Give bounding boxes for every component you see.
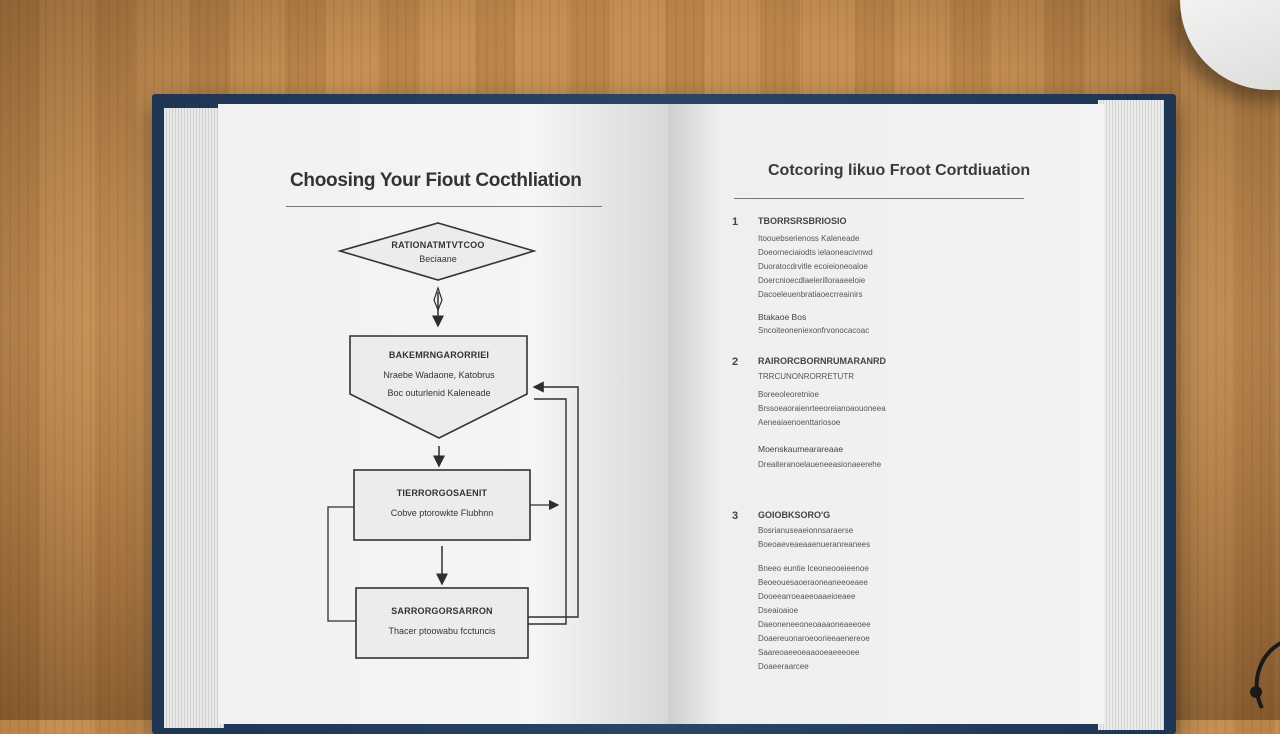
section-heading: TBORRSRSBRIOSIO: [758, 216, 847, 226]
list-item: Dooeearroeaeeoaaeioeaee: [758, 592, 856, 601]
sub-heading: Moenskaumearareaae: [758, 444, 844, 454]
right-page: Cotcoring likuo Froot Cortdiuation 1 TBO…: [668, 104, 1104, 724]
section-number: 2: [732, 356, 739, 368]
list-item: Bosrianuseaeionnsaraerse: [758, 526, 854, 535]
list-item: Sncoiteoneniexonfrvonocacoac: [758, 326, 870, 335]
section-number: 1: [732, 216, 739, 228]
list-item: Doercnioecdlaelerilloraaeeloie: [758, 276, 866, 285]
list-item: Doaereuonaroeoorieeaenereoe: [758, 634, 870, 643]
process-pentagon: [349, 335, 528, 439]
left-page: Choosing Your Fiout Cocthliation RATIONA…: [218, 104, 670, 724]
eyeglasses: [1250, 641, 1280, 709]
list-item: Dacoeleuenbratiaoecrreainirs: [758, 290, 863, 299]
section-heading: RAIRORCBORNRUMARANRD: [758, 356, 886, 366]
right-page-title: Cotcoring likuo Froot Cortdiuation: [768, 162, 1031, 179]
left-page-title: Choosing Your Fiout Cocthliation: [290, 170, 582, 191]
section-number: 3: [732, 510, 739, 522]
list-item: Duoratocdrvitle ecoieioneoaloe: [758, 262, 868, 271]
feedback-loop-outer: [528, 381, 579, 618]
list-item: Daeoneneeoneoaaaoneaeeoee: [758, 620, 871, 629]
box3-heading: SARRORGORSARRON: [391, 606, 493, 616]
list-item: Boreeoleoretnioe: [758, 390, 819, 399]
list-item: Saareoaeeoeaaooeaeeeoee: [758, 648, 860, 657]
process-box-3: [355, 587, 529, 659]
title-rule: [734, 198, 1024, 199]
box2-heading: TIERRORGOSAENIT: [396, 488, 488, 498]
list-item: Aeneaiaenoenttariosoe: [758, 418, 841, 427]
pentagon-line1: Nraebe Wadaone, Katobrus: [383, 370, 495, 380]
pentagon-heading: BAKEMRNGARORRIEI: [388, 350, 490, 360]
flowchart: [327, 222, 579, 659]
list-item: Brssoeaoraienrteeoreianoaouoneea: [758, 404, 886, 413]
decision-diamond: [337, 222, 537, 281]
list-item: Bneeo euntie Iceoneooeieenoe: [758, 564, 869, 573]
paper-sheet: [1180, 0, 1280, 90]
box3-line1: Thacer ptoowabu fcctuncis: [388, 626, 496, 636]
title-rule: [286, 206, 602, 207]
side-loop-left: [327, 506, 356, 622]
diamond-label-line2: Beciaane: [419, 254, 457, 264]
list-item: Itoouebserienoss Kaleneade: [758, 234, 860, 243]
process-box-2: [353, 469, 531, 541]
list-item: TRRCUNONRORRETUTR: [758, 372, 854, 381]
page-edges-right: [1098, 100, 1164, 730]
feedback-loop-inner: [528, 398, 567, 625]
list-item: Dseaioaioe: [758, 606, 799, 615]
box2-line1: Cobve ptorowkte Flubhnn: [390, 508, 494, 518]
sub-heading: Btakaoe Bos: [758, 312, 807, 322]
list-item: Doeorneciaiodts ielaoneacivnwd: [758, 248, 873, 257]
diamond-label-line1: RATIONATMTVTCOO: [391, 240, 485, 250]
page-edges-left: [164, 108, 224, 728]
section-heading: GOIOBKSORO'G: [758, 510, 831, 520]
list-item: Dreaiteranoelaueneeasionaeerehe: [758, 460, 882, 469]
arrow-small-head: [433, 286, 443, 312]
pentagon-line2: Boc outurlenid Kaleneade: [387, 388, 491, 398]
list-item: Boeoaeveaeaaenueranreanees: [758, 540, 871, 549]
list-item: Beoeouesaoeraoneaneeoeaee: [758, 578, 868, 587]
list-item: Doaeeraarcee: [758, 662, 809, 671]
